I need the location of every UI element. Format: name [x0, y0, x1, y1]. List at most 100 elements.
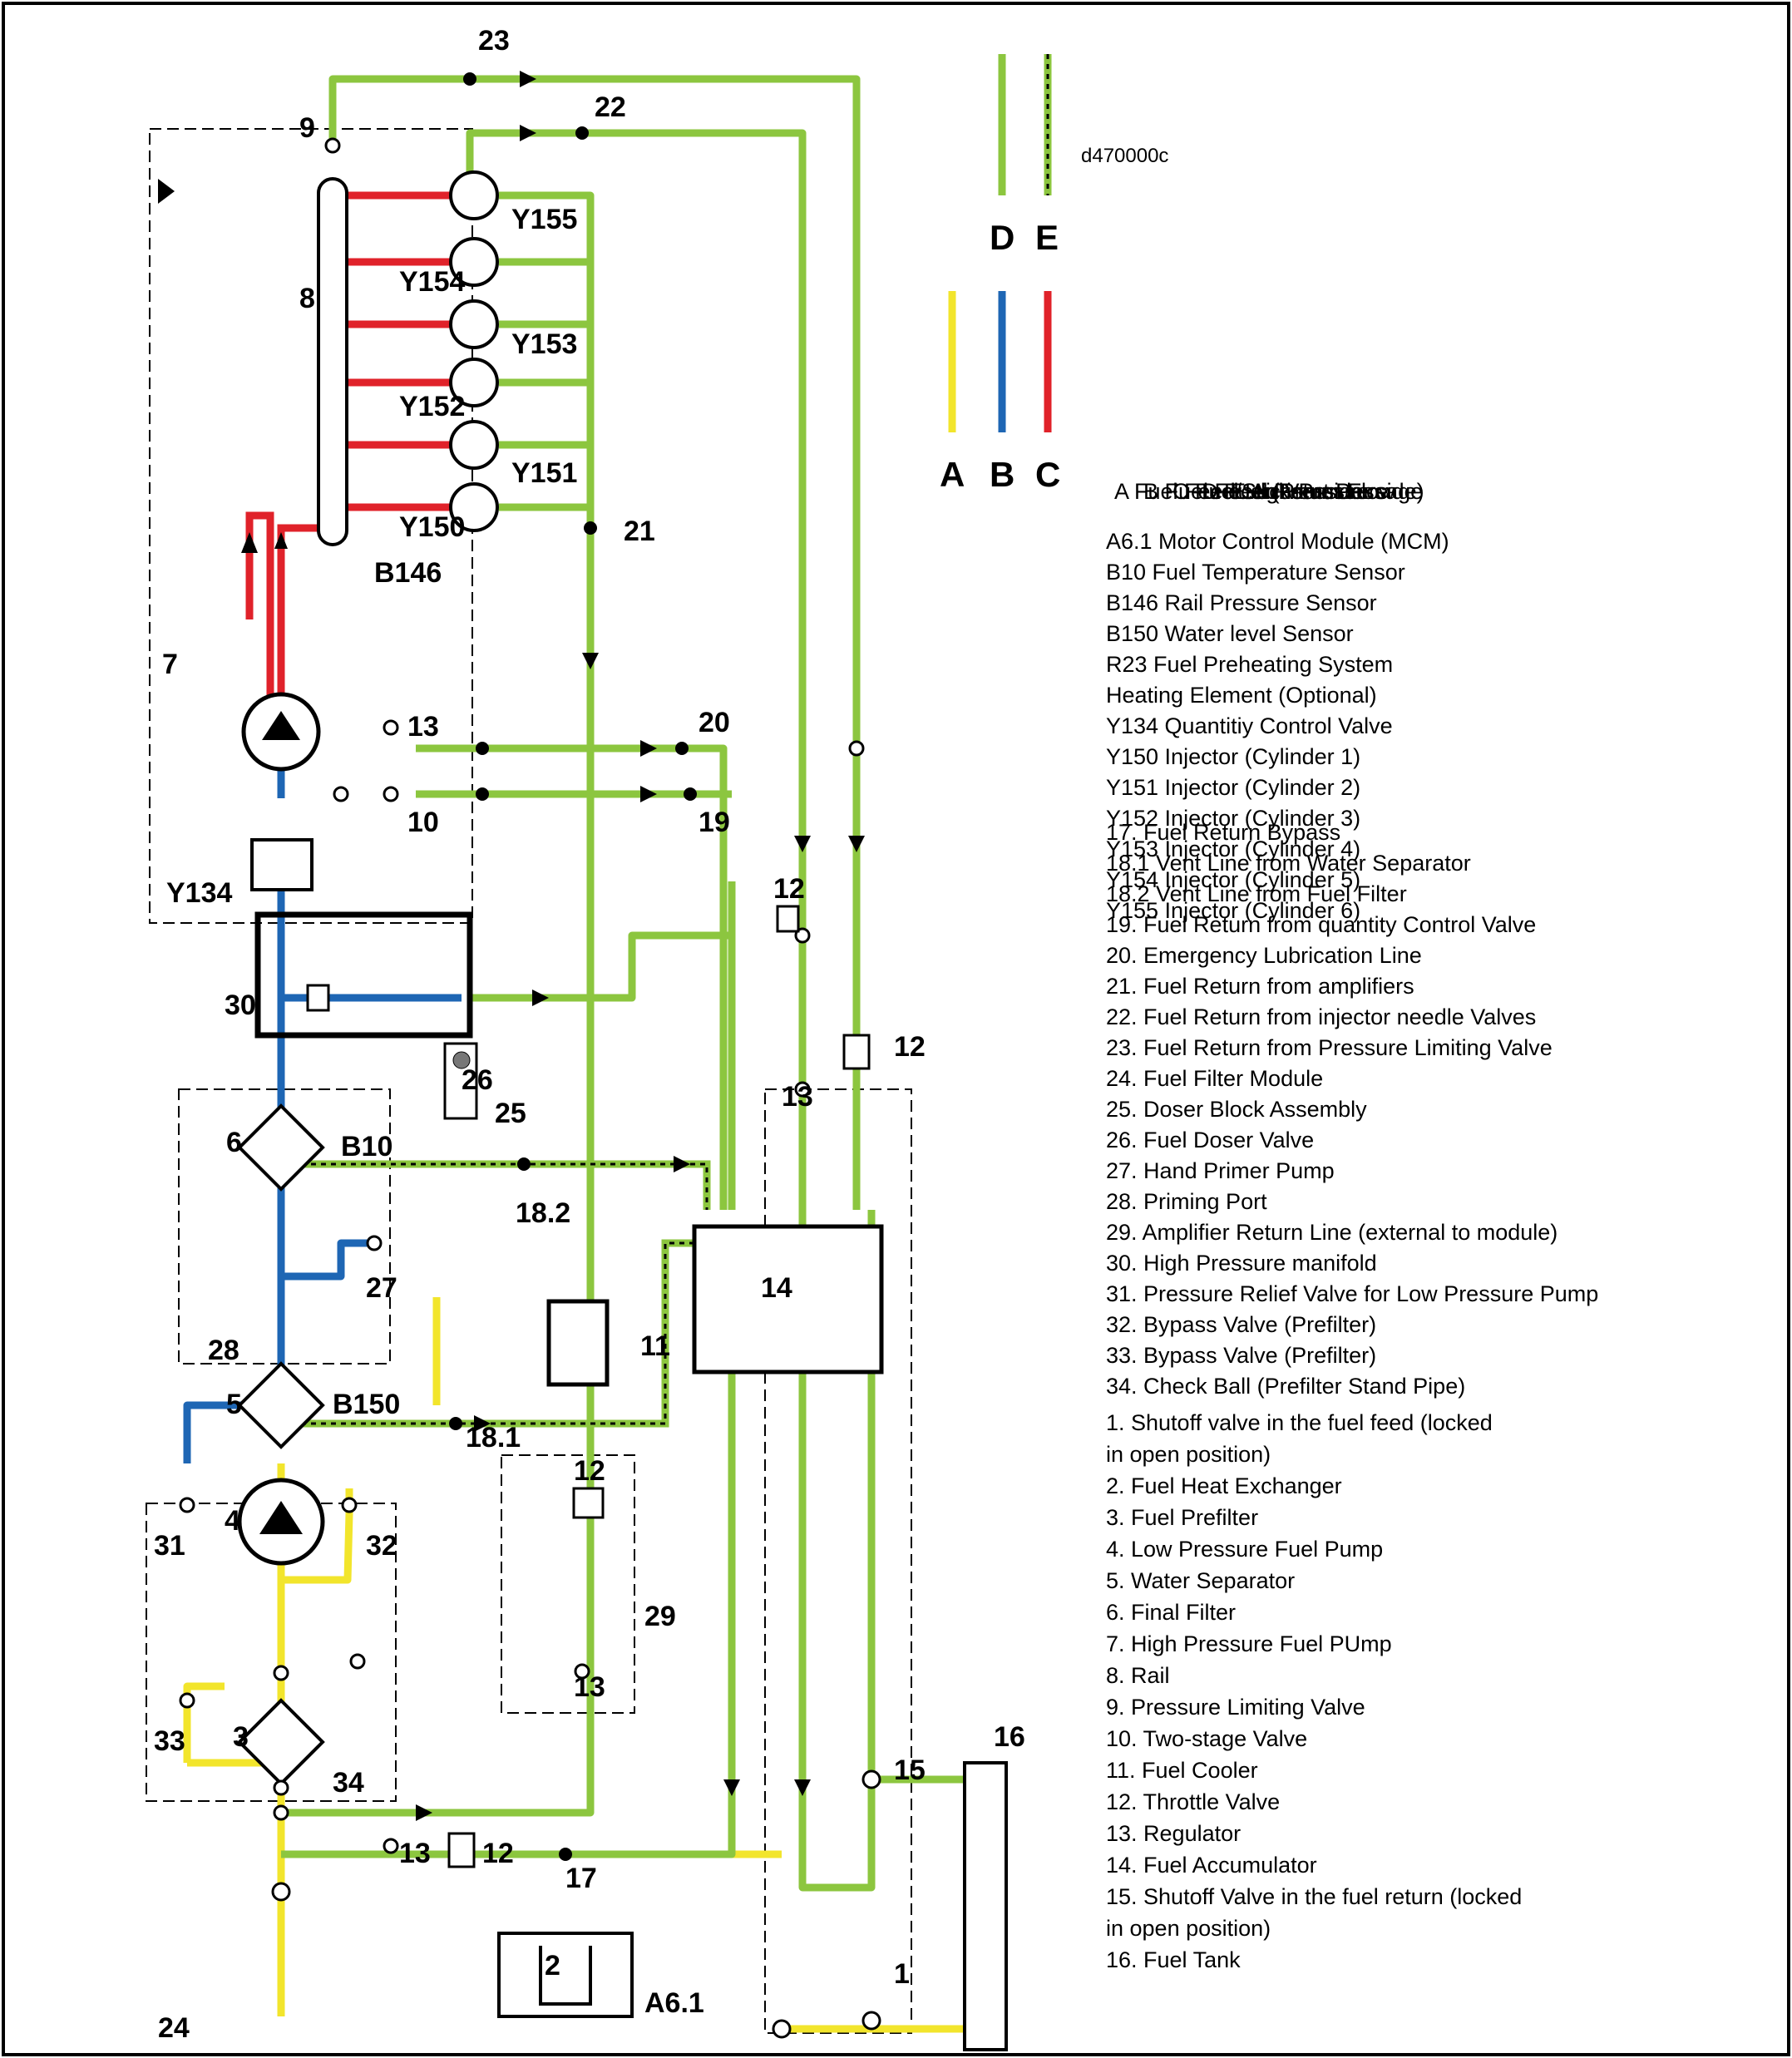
- air-vent-passage-dashes: [281, 1162, 708, 1425]
- callout-18-1: 18.1: [466, 1422, 521, 1453]
- legend-item: 17. Fuel Return Bypass: [1106, 820, 1340, 845]
- amplifier-return-line-29: [281, 1451, 595, 1817]
- callout-33: 33: [154, 1725, 185, 1757]
- check-valves: [179, 137, 881, 2039]
- legend-item: Y154 Injector (Cylinder 5): [1106, 867, 1360, 892]
- water-separator: [237, 1361, 325, 1449]
- legend-item: 15. Shutoff Valve in the fuel return (lo…: [1106, 1884, 1522, 1909]
- fuel-cooler: [546, 1299, 610, 1387]
- legend-item: 14. Fuel Accumulator: [1106, 1853, 1317, 1878]
- legend-item: 4. Low Pressure Fuel Pump: [1106, 1537, 1383, 1562]
- legend-item: in open position): [1106, 1442, 1271, 1467]
- callout-4: 4: [225, 1505, 240, 1537]
- key-letter-b: B: [990, 455, 1014, 494]
- fuel-tank: [963, 1761, 1008, 2051]
- legend-item: 26. Fuel Doser Valve: [1106, 1128, 1314, 1152]
- legend-item: Y134 Quantitiy Control Valve: [1106, 713, 1393, 738]
- amplifier-return-line: [470, 931, 732, 1002]
- legend-item: 28. Priming Port: [1106, 1189, 1267, 1214]
- legend-item: 34. Check Ball (Prefilter Stand Pipe): [1106, 1374, 1465, 1399]
- callout-11: 11: [640, 1330, 670, 1362]
- legend-item: 22. Fuel Return from injector needle Val…: [1106, 1004, 1536, 1029]
- legend-a: A Fuel Feed/Suction side: [1114, 479, 1364, 504]
- callout-b146: B146: [374, 557, 442, 589]
- callout-y134: Y134: [166, 877, 232, 909]
- callout-13b: 13: [782, 1081, 813, 1113]
- legend-item: 27. Hand Primer Pump: [1106, 1158, 1335, 1183]
- legend-item: 21. Fuel Return from amplifiers: [1106, 974, 1414, 999]
- component-legend-3: A6.1 Motor Control Module (MCM)B10 Fuel …: [1106, 529, 1449, 923]
- callout-26: 26: [462, 1064, 493, 1096]
- fuel-doser-valve: [452, 1051, 471, 1069]
- callout-32: 32: [366, 1530, 397, 1562]
- legend-item: 12. Throttle Valve: [1106, 1789, 1280, 1814]
- callout-16: 16: [994, 1721, 1025, 1753]
- callout-15: 15: [894, 1754, 926, 1786]
- legend-item: B150 Water level Sensor: [1106, 621, 1354, 646]
- callout-b150: B150: [333, 1389, 400, 1420]
- callout-13c: 13: [574, 1671, 605, 1703]
- legend-item: 7. High Pressure Fuel PUmp: [1106, 1631, 1392, 1656]
- callout-18-2: 18.2: [516, 1197, 570, 1229]
- air-vent-passage: [281, 1160, 711, 1428]
- color-legend: A Fuel Feed/Suction side B Fuel Feed (Pr…: [1114, 479, 1424, 504]
- callout-y154: Y154: [399, 266, 465, 298]
- return-line-21: [499, 191, 595, 1779]
- legend-item: 13. Regulator: [1106, 1821, 1241, 1846]
- hp-manifold: [254, 911, 473, 1039]
- callout-6: 6: [226, 1127, 242, 1158]
- callout-23: 23: [478, 25, 510, 57]
- component-legend-2: 17. Fuel Return Bypass 18.1 Vent Line fro…: [1106, 820, 1598, 1399]
- fuel-accumulator: [692, 1224, 884, 1374]
- callout-3: 3: [233, 1721, 249, 1753]
- legend-item: in open position): [1106, 1916, 1271, 1941]
- prefilter: [237, 1698, 325, 1786]
- return-to-tank-line: [798, 1210, 876, 1892]
- legend-item: B146 Rail Pressure Sensor: [1106, 590, 1377, 615]
- legend-item: 31. Pressure Relief Valve for Low Pressu…: [1106, 1281, 1598, 1306]
- callout-14: 14: [761, 1272, 792, 1304]
- callout-29: 29: [644, 1601, 676, 1632]
- callout-22: 22: [595, 91, 626, 123]
- callout-13d: 13: [399, 1838, 431, 1869]
- legend-item: 2. Fuel Heat Exchanger: [1106, 1473, 1342, 1498]
- callout-12b: 12: [894, 1031, 926, 1063]
- quantity-control-valve: [250, 838, 313, 891]
- callout-y151: Y151: [511, 457, 577, 489]
- callout-a6-1: A6.1: [644, 1987, 704, 2019]
- legend-item: Y151 Injector (Cylinder 2): [1106, 775, 1360, 800]
- figure-id: d470000c: [1081, 145, 1168, 167]
- return-boundary: [764, 1088, 912, 2034]
- legend-item: 29. Amplifier Return Line (external to m…: [1106, 1220, 1558, 1245]
- legend-item: 5. Water Separator: [1106, 1568, 1295, 1593]
- legend-item: 30. High Pressure manifold: [1106, 1251, 1377, 1276]
- legend-item: 18.1 Vent Line from Water Separator: [1106, 851, 1471, 876]
- legend-item: Y152 Injector (Cylinder 3): [1106, 806, 1360, 831]
- callout-y153: Y153: [511, 328, 577, 360]
- callout-31: 31: [154, 1530, 185, 1562]
- legend-c: C Fuel High-Pressure: [1172, 479, 1389, 504]
- final-filter: [237, 1103, 325, 1192]
- injector-return-lines: [499, 258, 590, 511]
- legend-item: 9. Pressure Limiting Valve: [1106, 1695, 1365, 1720]
- key-letter-e: E: [1035, 218, 1059, 257]
- injectors: [449, 170, 499, 532]
- callout-17: 17: [565, 1863, 597, 1894]
- legend-item: 24. Fuel Filter Module: [1106, 1066, 1323, 1091]
- key-letter-c: C: [1035, 455, 1060, 494]
- callout-13a: 13: [407, 711, 439, 743]
- callout-9: 9: [299, 112, 315, 144]
- callout-28: 28: [208, 1335, 239, 1366]
- callout-y152: Y152: [399, 391, 465, 422]
- return-line-22: [466, 129, 807, 1779]
- key-letter-a: A: [940, 455, 965, 494]
- callout-12c: 12: [574, 1455, 605, 1487]
- legend-item: 3. Fuel Prefilter: [1106, 1505, 1258, 1530]
- callout-34: 34: [333, 1767, 364, 1799]
- callout-21: 21: [624, 516, 655, 547]
- legend-item: Y150 Injector (Cylinder 1): [1106, 744, 1360, 769]
- legend-b: B Fuel Feed (Pressure side): [1143, 479, 1424, 504]
- legend-item: Heating Element (Optional): [1106, 683, 1377, 708]
- callout-12a: 12: [773, 873, 805, 905]
